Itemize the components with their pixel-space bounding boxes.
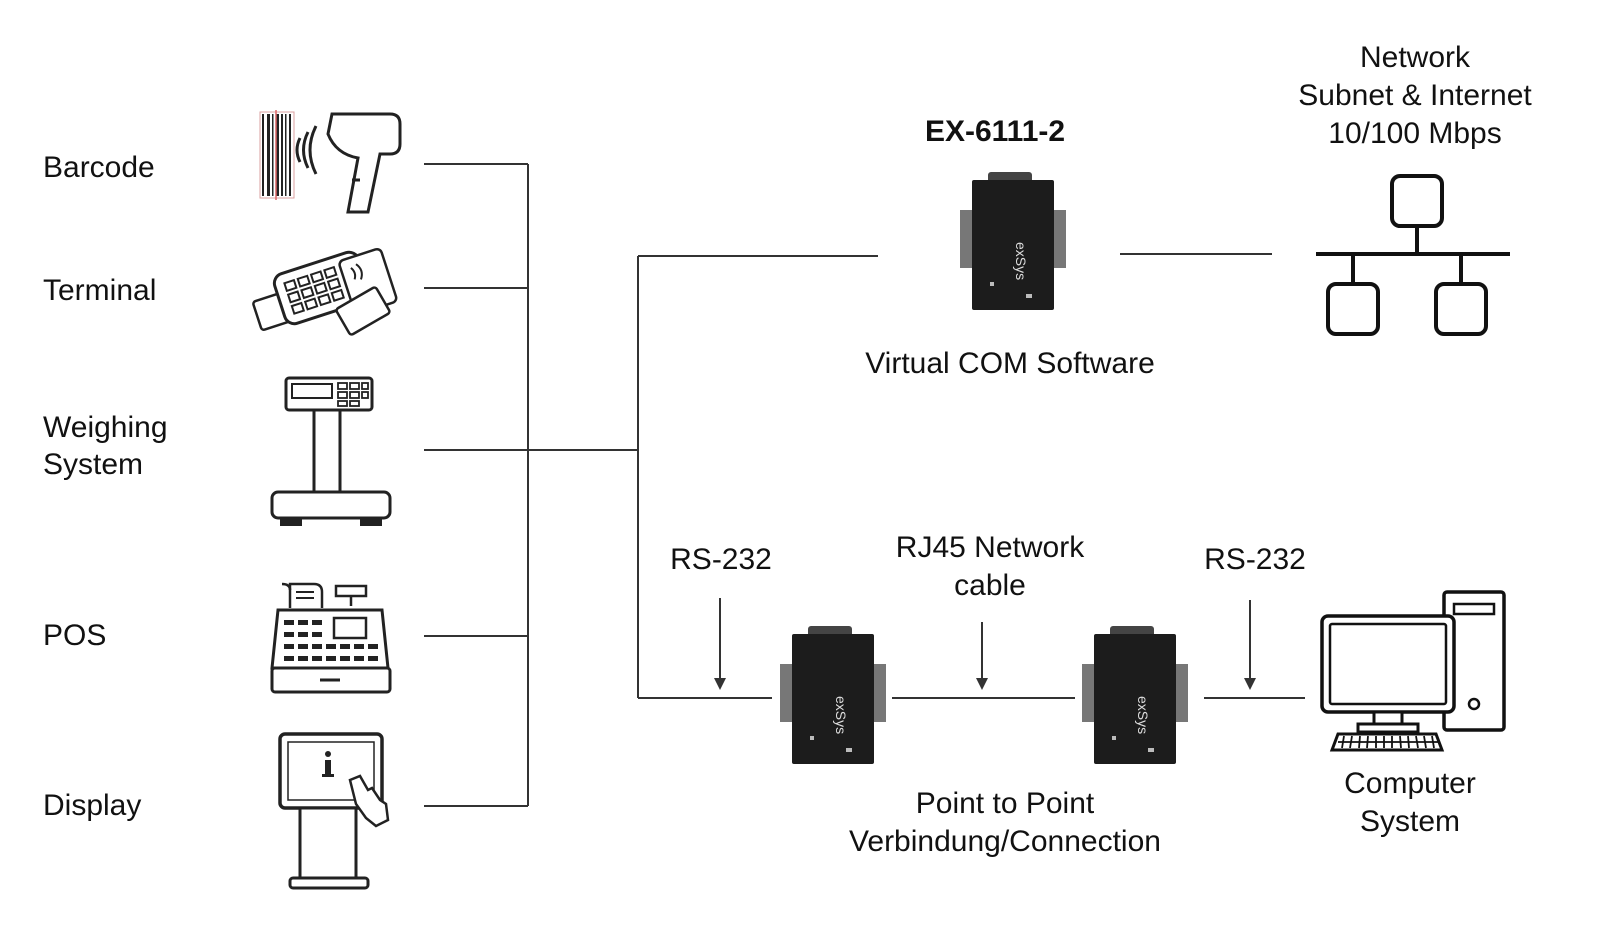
- terminal-label: Terminal: [43, 274, 157, 307]
- scale-icon: [270, 376, 392, 526]
- arrowhead: [1244, 678, 1256, 690]
- network-label-line3: 10/100 Mbps: [1328, 117, 1502, 150]
- device-brand-logo: exSys: [833, 696, 849, 734]
- device-server-icon: exSys: [960, 172, 1066, 310]
- cash-register-icon: [270, 582, 392, 694]
- computer-label-line2: System: [1359, 805, 1461, 838]
- arrowhead: [976, 678, 988, 690]
- rs232-left-label: RS-232: [670, 543, 772, 576]
- computer-icon: [1320, 590, 1506, 752]
- network-label-line1: Network: [1359, 41, 1471, 74]
- barcode-scanner-icon: [259, 110, 402, 214]
- device-server-right-icon: exSys: [1082, 626, 1188, 764]
- weighing-label-line2: System: [43, 448, 144, 481]
- network-topology-icon: [1316, 174, 1510, 336]
- p2p-label-line1: Point to Point: [915, 787, 1095, 820]
- virtual-com-label: Virtual COM Software: [865, 347, 1155, 380]
- computer-label-line1: Computer: [1344, 767, 1476, 800]
- weighing-label-line1: Weighing: [43, 411, 168, 444]
- rj45-label-line1: RJ45 Network: [895, 531, 1085, 564]
- payment-terminal-icon: [252, 247, 398, 336]
- info-kiosk-icon: [278, 732, 390, 890]
- rj45-label-line2: cable: [954, 569, 1026, 602]
- arrowhead: [714, 678, 726, 690]
- barcode-label: Barcode: [43, 151, 155, 184]
- device-server-left-icon: exSys: [780, 626, 886, 764]
- rs232-right-label: RS-232: [1204, 543, 1306, 576]
- p2p-label-line2: Verbindung/Connection: [849, 825, 1161, 858]
- network-label-line2: Subnet & Internet: [1298, 79, 1532, 112]
- product-model-title: EX-6111-2: [924, 115, 1066, 148]
- device-brand-logo: exSys: [1013, 242, 1029, 280]
- device-brand-logo: exSys: [1135, 696, 1151, 734]
- display-label: Display: [43, 789, 142, 822]
- pos-label: POS: [43, 619, 107, 652]
